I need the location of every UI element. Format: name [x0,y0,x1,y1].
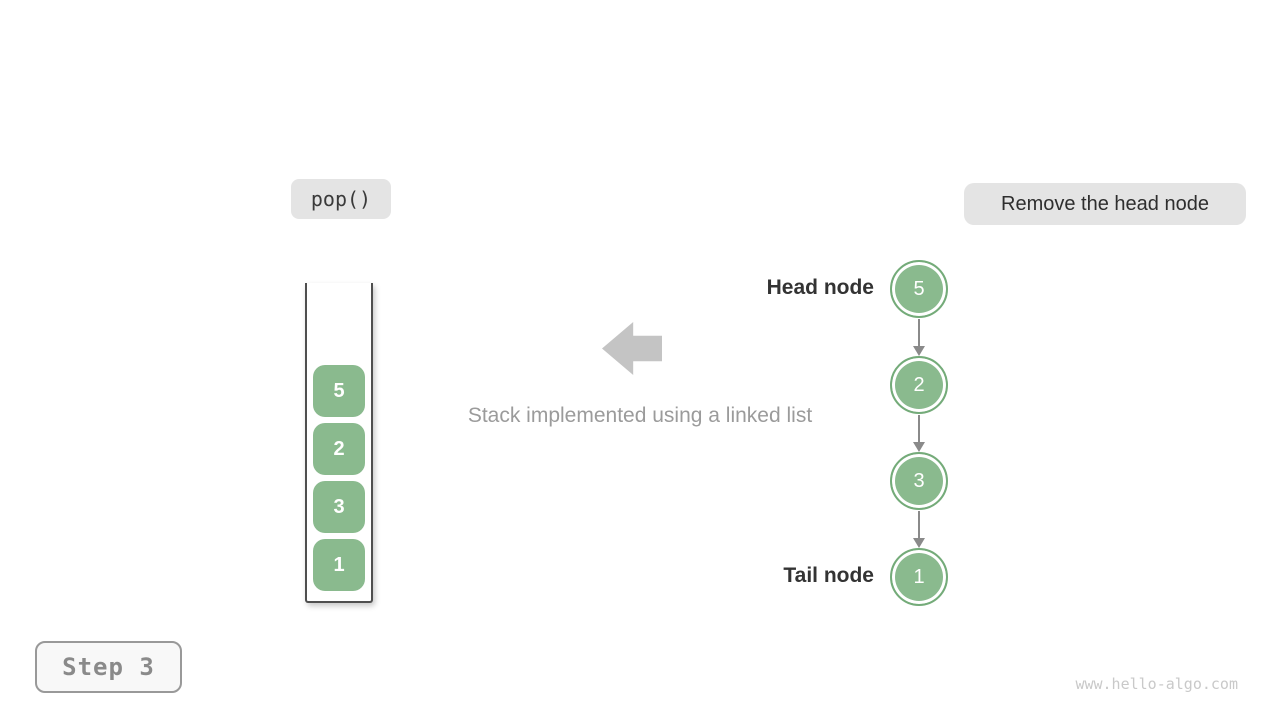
step-badge: Step 3 [35,641,182,693]
linked-list-node: 3 [890,452,948,510]
linked-list-node: 1 [890,548,948,606]
stack-container: 5 2 3 1 [305,283,373,603]
watermark-text: www.hello-algo.com [1075,675,1238,693]
tail-node-label: Tail node [783,564,874,587]
stack-item: 1 [313,539,365,591]
linked-list-node: 2 [890,356,948,414]
diagram-caption: Stack implemented using a linked list [467,404,813,427]
pop-operation-label: pop() [291,179,391,219]
stack-item: 3 [313,481,365,533]
down-arrow-icon [913,415,925,452]
down-arrow-icon [913,511,925,548]
stack-item: 5 [313,365,365,417]
remove-head-description-label: Remove the head node [964,183,1246,225]
down-arrow-icon [913,319,925,356]
linked-list-node: 5 [890,260,948,318]
stack-item: 2 [313,423,365,475]
head-node-label: Head node [766,276,874,299]
left-block-arrow-icon [602,322,662,375]
